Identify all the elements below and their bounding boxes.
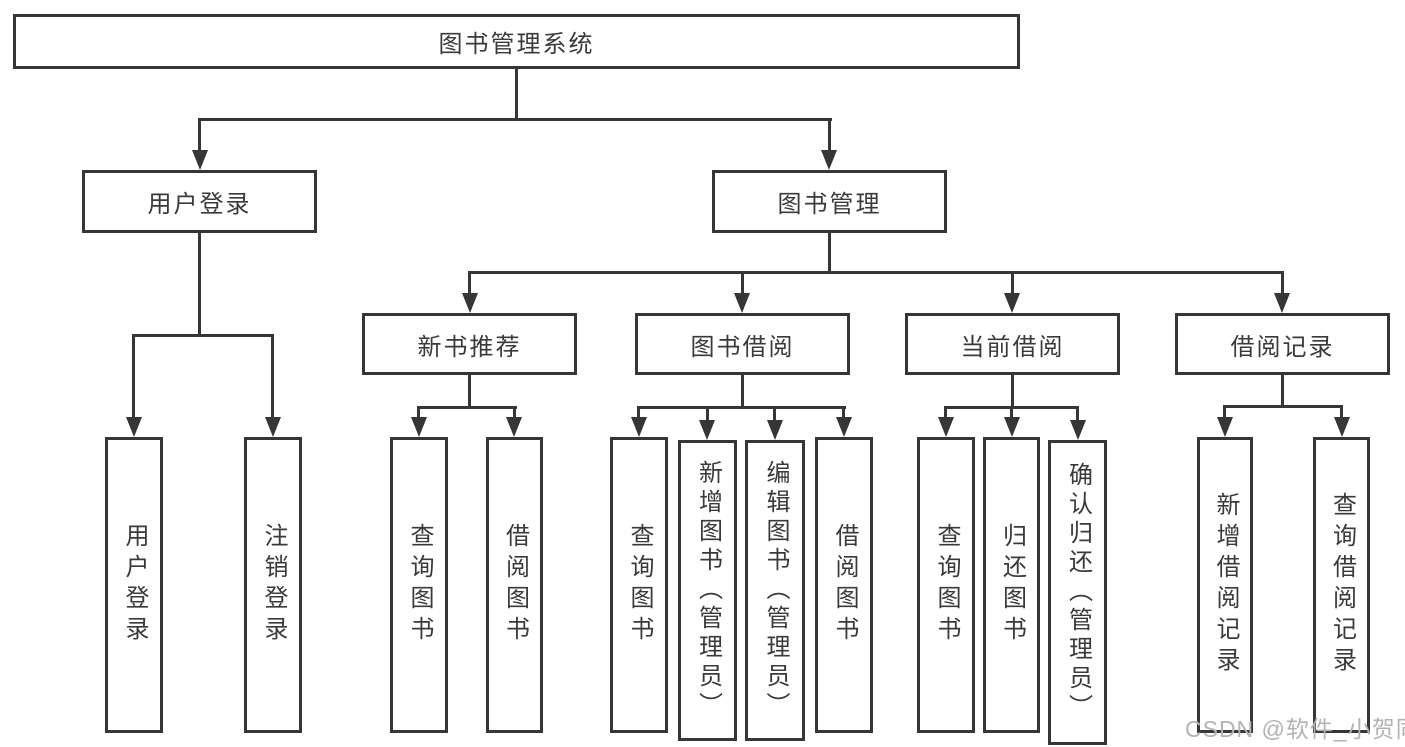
arrow-down-icon — [411, 417, 427, 437]
connector-line — [1076, 406, 1079, 422]
arrow-down-icon — [1004, 417, 1020, 437]
arrow-down-icon — [1334, 417, 1350, 437]
node-new-book-recommend: 新书推荐 — [362, 313, 577, 375]
connector-line — [513, 406, 516, 419]
arrow-down-icon — [1274, 293, 1290, 313]
connector-line — [468, 271, 471, 295]
node-root-library-system: 图书管理系统 — [13, 14, 1020, 69]
connector-line — [828, 233, 831, 274]
connector-line — [1340, 405, 1343, 419]
leaf-query-books-1: 查询图书 — [390, 437, 448, 733]
leaf-return-books: 归还图书 — [983, 437, 1040, 733]
arrow-down-icon — [821, 150, 837, 170]
connector-line — [271, 334, 274, 419]
connector-line — [1011, 375, 1014, 409]
connector-line — [741, 271, 744, 295]
arrow-down-icon — [734, 293, 750, 313]
connector-line — [468, 271, 1284, 274]
connector-line — [706, 406, 709, 422]
connector-line — [417, 406, 420, 419]
node-borrowing-records: 借阅记录 — [1175, 313, 1390, 375]
leaf-borrow-books-2: 借阅图书 — [815, 437, 873, 733]
connector-line — [132, 334, 274, 337]
connector-line — [198, 118, 201, 152]
connector-line — [944, 406, 947, 419]
arrow-down-icon — [938, 417, 954, 437]
arrow-down-icon — [1004, 293, 1020, 313]
connector-line — [468, 375, 471, 409]
arrow-down-icon — [506, 417, 522, 437]
connector-line — [842, 406, 845, 419]
leaf-confirm-return-admin: 确认归还（管理员） — [1048, 440, 1107, 745]
connector-line — [132, 334, 135, 419]
leaf-user-login: 用户登录 — [105, 437, 163, 733]
connector-line — [1223, 405, 1343, 408]
leaf-query-borrow-record: 查询借阅记录 — [1313, 437, 1370, 733]
arrow-down-icon — [836, 417, 852, 437]
leaf-add-borrow-record: 新增借阅记录 — [1197, 437, 1253, 733]
node-current-borrowing: 当前借阅 — [905, 313, 1120, 375]
connector-line — [1223, 405, 1226, 419]
arrow-down-icon — [265, 417, 281, 437]
connector-line — [198, 233, 201, 337]
connector-line — [773, 406, 776, 422]
arrow-down-icon — [631, 417, 647, 437]
arrow-down-icon — [462, 293, 478, 313]
connector-line — [637, 406, 640, 419]
connector-line — [1281, 271, 1284, 295]
node-book-borrowing: 图书借阅 — [635, 313, 850, 375]
node-book-management: 图书管理 — [712, 170, 947, 233]
leaf-add-books-admin: 新增图书（管理员） — [678, 440, 737, 741]
connector-line — [637, 406, 846, 409]
connector-line — [417, 406, 517, 409]
connector-line — [515, 69, 518, 121]
arrow-down-icon — [126, 417, 142, 437]
csdn-watermark: CSDN @软件_小贺同学 — [1185, 716, 1405, 742]
leaf-query-books-3: 查询图书 — [917, 437, 975, 733]
connector-line — [828, 118, 831, 152]
connector-line — [741, 375, 744, 409]
arrow-down-icon — [699, 420, 715, 440]
leaf-logout: 注销登录 — [244, 437, 302, 733]
arrow-down-icon — [1217, 417, 1233, 437]
node-user-login: 用户登录 — [82, 170, 317, 233]
arrow-down-icon — [1070, 420, 1086, 440]
arrow-down-icon — [192, 150, 208, 170]
leaf-borrow-books-1: 借阅图书 — [486, 437, 543, 733]
leaf-query-books-2: 查询图书 — [610, 437, 668, 733]
connector-line — [198, 118, 832, 121]
connector-line — [1011, 271, 1014, 295]
arrow-down-icon — [767, 420, 783, 440]
connector-line — [1281, 375, 1284, 408]
connector-line — [1010, 406, 1013, 419]
leaf-edit-books-admin: 编辑图书（管理员） — [745, 440, 805, 741]
